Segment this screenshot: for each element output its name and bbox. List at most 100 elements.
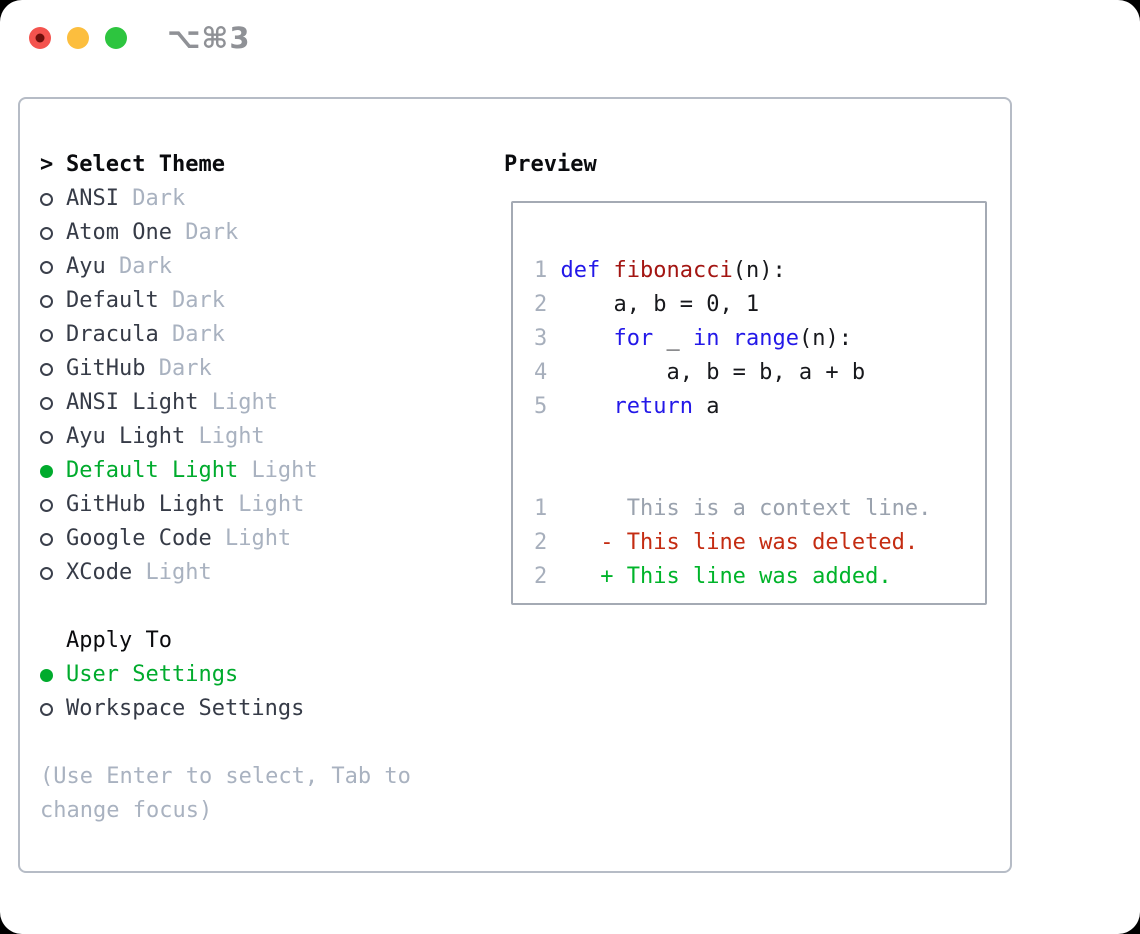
prompt-icon: > bbox=[40, 152, 54, 177]
line-number: 1 bbox=[534, 258, 561, 283]
theme-option[interactable]: Default Light Light bbox=[40, 454, 490, 488]
preview-heading: Preview bbox=[504, 152, 597, 177]
focus-marker: > bbox=[40, 148, 66, 182]
code-segment bbox=[561, 394, 614, 419]
code-segment: a bbox=[692, 394, 720, 419]
radio-circle-icon bbox=[40, 328, 53, 342]
option-name: Ayu Light bbox=[66, 424, 199, 449]
code-line bbox=[534, 458, 931, 492]
line-number: 2 bbox=[534, 292, 561, 317]
theme-option[interactable]: Dracula Dark bbox=[40, 318, 490, 352]
theme-option[interactable]: ANSI Light Light bbox=[40, 386, 490, 420]
option-name: Google Code bbox=[66, 526, 225, 551]
apply-to-option[interactable]: Workspace Settings bbox=[40, 692, 490, 726]
code-segment: in bbox=[692, 326, 720, 351]
apply-to-option[interactable]: User Settings bbox=[40, 658, 490, 692]
select-theme-title: Select Theme bbox=[66, 152, 225, 177]
theme-option[interactable]: Default Dark bbox=[40, 284, 490, 318]
code-line: 3 for _ in range(n): bbox=[534, 322, 931, 356]
code-segment: (n): bbox=[732, 258, 786, 283]
radio-icon bbox=[40, 430, 66, 444]
option-variant: Light bbox=[198, 424, 265, 449]
close-window-button[interactable] bbox=[29, 27, 51, 49]
radio-icon bbox=[40, 532, 66, 546]
theme-option[interactable]: GitHub Light Light bbox=[40, 488, 490, 522]
code-line: 2 + This line was added. bbox=[534, 560, 931, 594]
code-segment: This is a context line. bbox=[560, 496, 932, 521]
radio-icon bbox=[40, 362, 66, 376]
radio-circle-icon bbox=[40, 430, 53, 444]
option-variant: Dark bbox=[171, 322, 225, 347]
code-segment: a, b = b, a + b bbox=[560, 360, 866, 385]
radio-icon bbox=[40, 702, 66, 716]
radio-circle-icon bbox=[40, 498, 53, 512]
row-spacer bbox=[40, 726, 490, 760]
code-line: 2 a, b = 0, 1 bbox=[534, 288, 931, 322]
code-segment: + This line was added. bbox=[560, 564, 892, 589]
code-segment: _ bbox=[653, 326, 693, 351]
radio-circle-icon bbox=[40, 192, 53, 206]
apply-to-header: Apply To bbox=[40, 624, 490, 658]
line-number: 5 bbox=[534, 394, 561, 419]
radio-icon bbox=[40, 328, 66, 342]
radio-circle-icon bbox=[40, 362, 53, 376]
option-name: GitHub bbox=[66, 356, 159, 381]
option-name: GitHub Light bbox=[66, 492, 239, 517]
keyboard-shortcut-label: ⌥⌘3 bbox=[167, 21, 251, 55]
theme-option[interactable]: Ayu Light Light bbox=[40, 420, 490, 454]
code-line bbox=[534, 424, 931, 458]
option-name: Dracula bbox=[66, 322, 172, 347]
option-name: XCode bbox=[66, 560, 146, 585]
code-segment: - This line was deleted. bbox=[560, 530, 919, 555]
hint-text: change focus) bbox=[40, 798, 213, 823]
minimize-window-button[interactable] bbox=[67, 27, 89, 49]
line-number: 1 bbox=[534, 496, 561, 521]
code-segment bbox=[600, 258, 613, 283]
theme-option[interactable]: Ayu Dark bbox=[40, 250, 490, 284]
option-variant: Dark bbox=[158, 356, 212, 381]
code-segment: fibonacci bbox=[613, 258, 733, 283]
line-number: 3 bbox=[534, 326, 561, 351]
radio-icon bbox=[40, 294, 66, 308]
theme-option[interactable]: Atom One Dark bbox=[40, 216, 490, 250]
radio-circle-icon bbox=[40, 226, 53, 240]
radio-icon bbox=[40, 464, 66, 478]
code-line: 5 return a bbox=[534, 390, 931, 424]
line-number: 2 bbox=[534, 530, 561, 555]
code-segment bbox=[719, 326, 732, 351]
radio-circle-icon bbox=[40, 532, 53, 546]
radio-icon bbox=[40, 226, 66, 240]
code-segment: range bbox=[732, 326, 799, 351]
option-variant: Dark bbox=[185, 220, 239, 245]
theme-option[interactable]: GitHub Dark bbox=[40, 352, 490, 386]
zoom-window-button[interactable] bbox=[105, 27, 127, 49]
option-name: ANSI Light bbox=[66, 390, 212, 415]
code-line: 1 def fibonacci(n): bbox=[534, 254, 931, 288]
radio-icon bbox=[40, 396, 66, 410]
code-segment: a, b = 0, 1 bbox=[560, 292, 760, 317]
code-segment: return bbox=[613, 394, 693, 419]
option-name: Default bbox=[66, 288, 172, 313]
option-variant: Dark bbox=[171, 288, 225, 313]
theme-option[interactable]: ANSI Dark bbox=[40, 182, 490, 216]
option-name: Default Light bbox=[66, 458, 252, 483]
code-line: 4 a, b = b, a + b bbox=[534, 356, 931, 390]
radio-circle-icon bbox=[40, 260, 53, 274]
row-spacer bbox=[40, 590, 490, 624]
option-variant: Light bbox=[224, 526, 292, 551]
code-segment: (n): bbox=[798, 326, 852, 351]
code-line: 2 - This line was deleted. bbox=[534, 526, 931, 560]
option-variant: Light bbox=[238, 492, 305, 517]
option-name: Atom One bbox=[66, 220, 186, 245]
theme-option[interactable]: Google Code Light bbox=[40, 522, 490, 556]
theme-option[interactable]: XCode Light bbox=[40, 556, 490, 590]
code-segment: for bbox=[613, 326, 654, 351]
code-segment bbox=[561, 326, 614, 351]
option-variant: Light bbox=[211, 390, 278, 415]
radio-circle-icon bbox=[40, 702, 53, 716]
option-name: User Settings bbox=[66, 662, 239, 687]
